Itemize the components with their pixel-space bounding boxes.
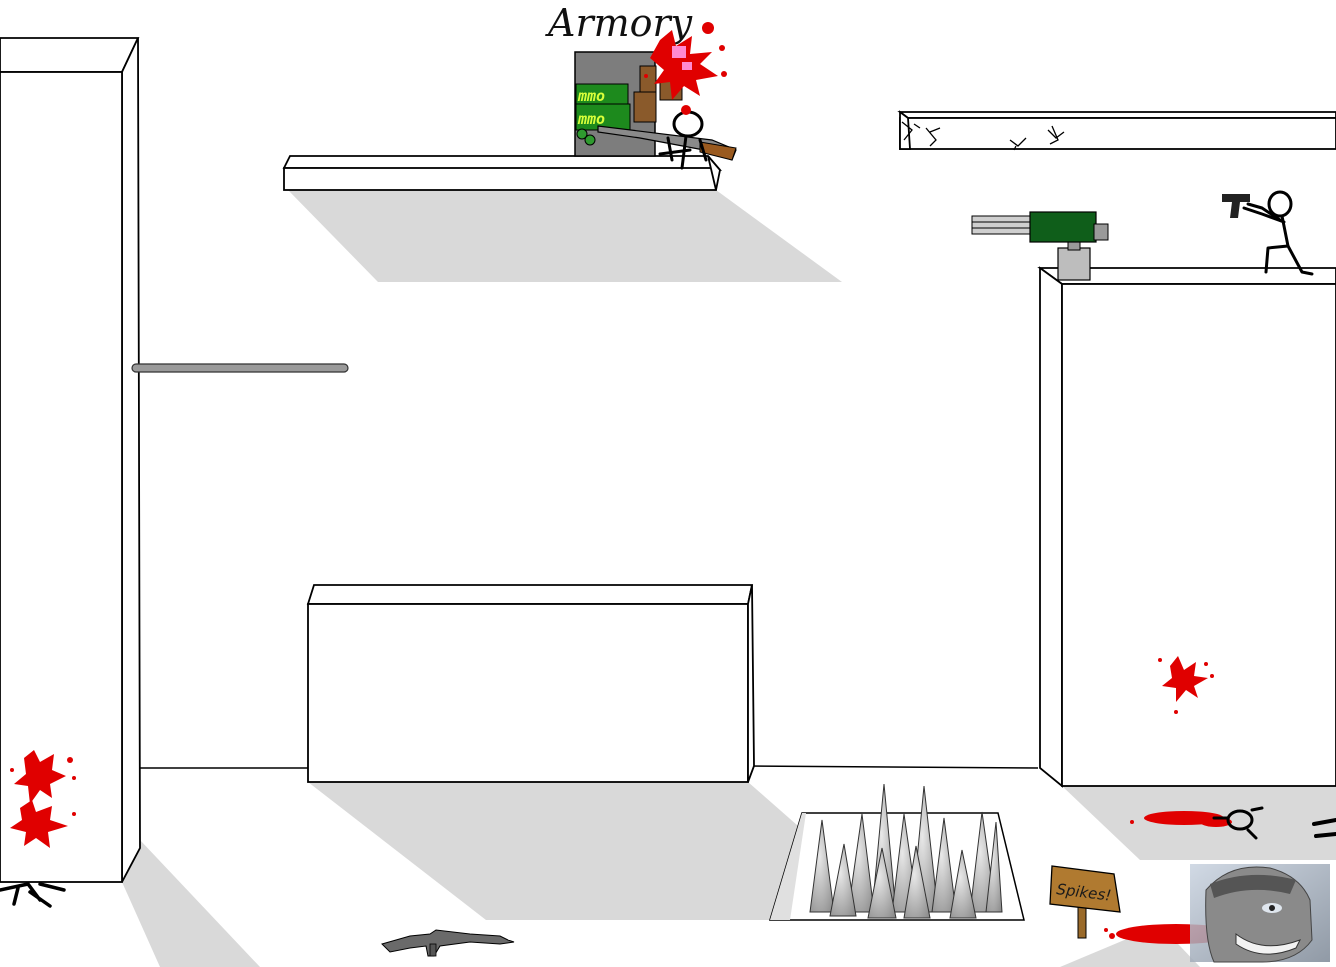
- ammo-box-top[interactable]: mmo: [575, 83, 629, 107]
- stickman-limbs-floor-left: [0, 882, 66, 908]
- middle-crate-block: [306, 584, 755, 783]
- spike-pit: [768, 783, 1025, 921]
- armory-room: mmo mmo: [574, 51, 683, 157]
- stickman-gunner-icon[interactable]: [1242, 190, 1314, 276]
- dead-stickman-floor-right: [1212, 806, 1264, 840]
- player-portrait-icon: [1190, 864, 1330, 963]
- bullet-cracks: [901, 121, 1065, 151]
- shotgun-pickup[interactable]: [597, 125, 737, 161]
- minigun-turret[interactable]: [971, 211, 1109, 281]
- ammo-label-bottom: mmo: [577, 110, 605, 128]
- dead-stickman-floor-edge: [1312, 818, 1336, 838]
- floor-shadows: [122, 190, 1336, 967]
- ammo-box-bottom[interactable]: mmo: [575, 103, 631, 131]
- armory-platform: [282, 155, 722, 191]
- spikes-sign: Spikes!: [1049, 865, 1121, 939]
- right-block: [1037, 266, 1336, 788]
- floor: [140, 765, 1039, 769]
- metal-rod: [131, 363, 349, 373]
- ammo-label-top: mmo: [577, 87, 605, 105]
- blood-splatter-left-pillar: [10, 750, 76, 848]
- blood-splatter-armory: [644, 22, 727, 115]
- pistol-icon: [1222, 194, 1250, 218]
- left-pillar: [0, 37, 141, 883]
- assault-rifle-pickup[interactable]: [381, 929, 515, 957]
- upper-right-ledge: [897, 110, 1336, 150]
- blood-splatter-right-block: [1158, 656, 1214, 714]
- grenade-icon[interactable]: [576, 128, 596, 146]
- spikes-icon: [809, 783, 1003, 919]
